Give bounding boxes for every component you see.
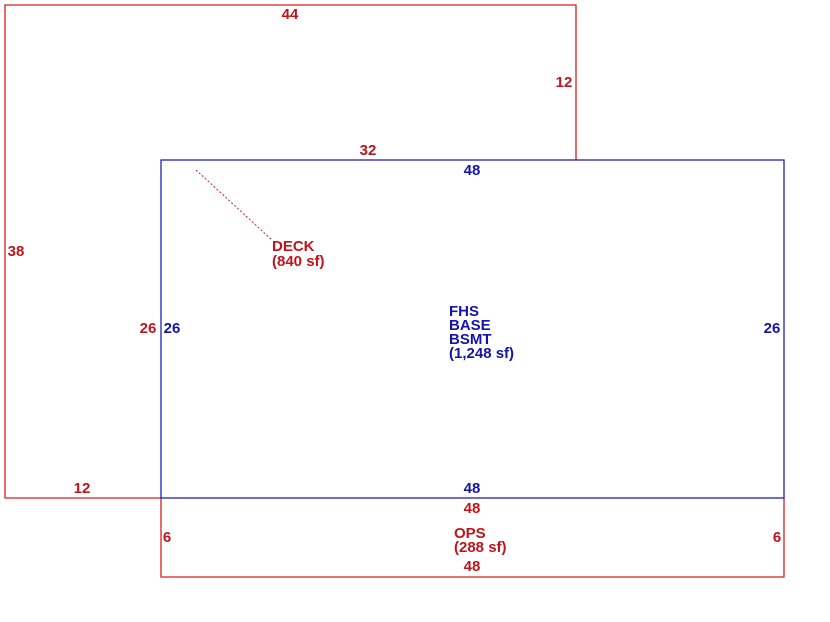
deck-dim-right-upper: 12 [556,74,573,91]
main-dim-bottom: 48 [464,480,481,497]
deck-area: (840 sf) [272,253,325,270]
main-name-line-2: BASE [449,317,491,334]
main-structure-outline [160,159,785,499]
ops-dim-right: 6 [773,529,781,546]
deck-dim-bottom: 12 [74,480,91,497]
main-area: (1,248 sf) [449,345,514,362]
ops-dim-top: 48 [464,500,481,517]
deck-dim-inner-left: 26 [140,320,157,337]
main-dim-top: 48 [464,162,481,179]
deck-name: DECK [272,238,315,255]
main-dim-left: 26 [164,320,181,337]
deck-outline [4,4,577,499]
main-dim-right: 26 [764,320,781,337]
main-name-line-3: BSMT [449,331,492,348]
ops-area: (288 sf) [454,539,507,556]
deck-dim-inner-top: 32 [360,142,377,159]
deck-dim-top: 44 [282,6,299,23]
main-name-line-1: FHS [449,303,479,320]
deck-dim-left: 38 [8,243,25,260]
ops-dim-left: 6 [163,529,171,546]
ops-name: OPS [454,525,486,542]
ops-dim-bottom: 48 [464,558,481,575]
deck-leader-line [195,169,273,241]
ops-outline [160,498,785,578]
